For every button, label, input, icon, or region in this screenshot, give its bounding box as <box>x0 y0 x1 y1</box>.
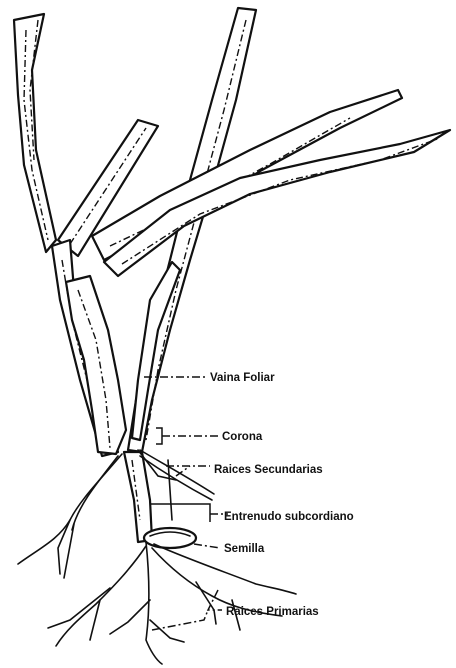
secondary-roots <box>18 450 214 578</box>
primary-roots <box>48 542 296 664</box>
label-entrenudo-subcordiano: Entrenudo subcordiano <box>224 511 354 523</box>
label-raices-primarias: Raices Primarias <box>226 606 319 618</box>
outer-sheath <box>66 276 126 454</box>
leader-corona <box>156 428 218 444</box>
crown-stem <box>124 452 152 542</box>
seed <box>144 528 196 548</box>
leader-entrenudo <box>150 504 228 522</box>
label-raices-secundarias: Raices Secundarias <box>214 464 323 476</box>
label-semilla: Semilla <box>224 543 265 555</box>
leader-semilla <box>194 544 220 548</box>
left-leaf <box>14 14 56 252</box>
label-corona: Corona <box>222 431 263 443</box>
label-vaina-foliar: Vaina Foliar <box>210 372 275 384</box>
leader-raices-secundarias <box>166 466 210 476</box>
